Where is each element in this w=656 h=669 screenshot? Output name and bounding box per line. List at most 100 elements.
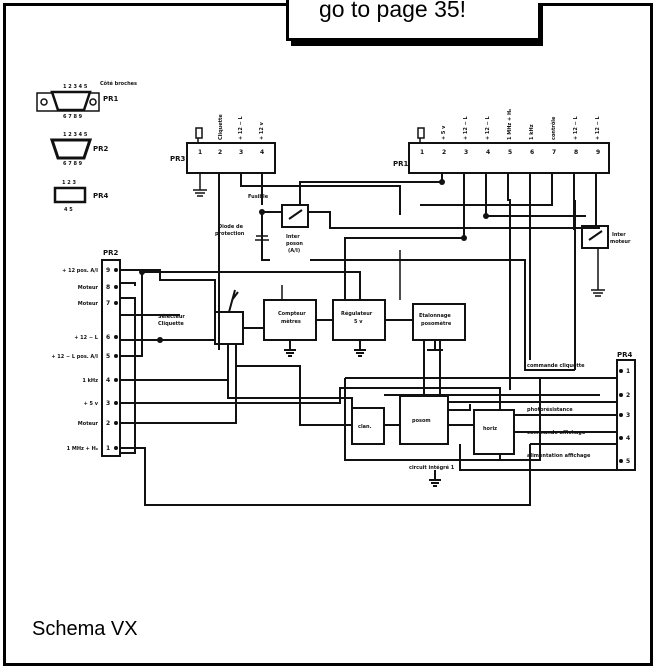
pr1-signal-5v: + 5 v xyxy=(441,125,447,140)
pr4-signal-label: photorésistance xyxy=(527,406,573,413)
pr3-pin-3: 3 xyxy=(239,149,243,156)
pr1-signal-1mhz: 1 MHz + H₀ xyxy=(507,109,513,140)
pr3-pin-4: 4 xyxy=(260,149,264,156)
pr4-row-pin: 3 xyxy=(626,412,630,419)
pr3-label: PR3 xyxy=(170,155,186,163)
pr1-ground-symbol xyxy=(417,127,425,143)
pr2-row-pin: 3 xyxy=(106,400,110,407)
pr1-signal-controle: contrôle xyxy=(550,116,557,140)
pr2-row-label: 1 kHz xyxy=(82,378,98,384)
pr3-signal-cliquette: Cliquette xyxy=(218,114,224,140)
horiz-block xyxy=(473,409,515,455)
inter-poson-label-3: (A/I) xyxy=(288,248,300,254)
pr1-small-screw-right xyxy=(89,98,97,106)
pr1-pin-9: 9 xyxy=(596,149,600,156)
pr3-ground-bottom xyxy=(193,173,207,197)
pr2-row-label: + 5 v xyxy=(84,401,99,407)
pr3-signal-12l: + 12 − L xyxy=(238,115,244,140)
pr2-row-label: + 12 − L pos. A/I xyxy=(51,354,98,360)
pr2-row-label: Moteur xyxy=(78,301,99,307)
pr2-small-shell xyxy=(49,138,93,160)
compteur-label-1: Compteur xyxy=(278,311,306,317)
pr2-row-pin: 4 xyxy=(106,377,110,384)
etalonnage-label-1: Etalonnage xyxy=(419,313,451,319)
inter-moteur-label-1: Inter xyxy=(612,232,626,238)
pr4-label: PR4 xyxy=(617,351,633,359)
pr3-ground-symbol xyxy=(195,127,203,143)
inter-moteur-switch-lever xyxy=(588,230,603,241)
selecteur-label-1: Sélecteur xyxy=(158,313,185,320)
pr1-signal-1khz: 1 kHz xyxy=(529,124,535,140)
inter-poson-switch-lever xyxy=(288,209,303,220)
pr1-pin-3: 3 xyxy=(464,149,468,156)
pr1-small-pins-top: 1 2 3 4 5 xyxy=(63,84,88,90)
pr2-small-pins-top: 1 2 3 4 5 xyxy=(63,132,88,138)
pr2-row-label: Moteur xyxy=(78,421,99,427)
pr4-row-pin: 1 xyxy=(626,368,630,375)
pr3-connector: PR3 1 2 3 4 Cliquette + 12 − L + 12 v Fu… xyxy=(170,114,309,254)
pr1-signal-12l-c: + 12 − L xyxy=(573,115,579,140)
pr1-label: PR1 xyxy=(393,160,409,168)
inter-moteur-label-2: moteur xyxy=(610,239,631,245)
pr4-row-terminal xyxy=(619,459,623,463)
pr2-row-terminal xyxy=(114,335,118,339)
inter-moteur-ground xyxy=(591,248,605,297)
pr2-row-label: 1 MHz + H₀ xyxy=(67,446,98,452)
pr1-pin-2: 2 xyxy=(442,149,446,156)
pr4-signal-label: commande cliquette xyxy=(527,363,585,369)
pr2-row-pin: 7 xyxy=(106,300,110,307)
pr3-pin-1: 1 xyxy=(198,149,202,156)
schema-caption: Schema VX xyxy=(32,618,138,640)
pr4-small-shell xyxy=(53,186,87,204)
pr2-row-terminal xyxy=(114,301,118,305)
pr1-connector: PR1 1 2 3 4 5 6 7 8 9 + 5 v + 12 − L + 1… xyxy=(393,109,631,297)
wiring xyxy=(120,173,617,506)
pr3-body xyxy=(186,142,276,174)
pr4-row-terminal xyxy=(619,369,623,373)
pr3-signal-12v: + 12 v xyxy=(259,121,265,140)
page-reference-banner: go to page 35! xyxy=(286,0,538,41)
pr4-row-pin: 2 xyxy=(626,392,630,399)
pr1-small-label: PR1 xyxy=(103,95,119,103)
pr4-row-terminal xyxy=(619,413,623,417)
pr4-row-pin: 5 xyxy=(626,458,630,465)
pr2-body xyxy=(101,259,121,457)
connector-face-views: Côté broches 1 2 3 4 5 6 7 8 9 PR1 1 2 3… xyxy=(36,80,137,213)
pr2-row-terminal xyxy=(114,401,118,405)
horiz-label: horiz xyxy=(483,426,497,432)
pr1-pin-5: 5 xyxy=(508,149,512,156)
pr2-label: PR2 xyxy=(103,249,119,257)
selecteur-label-2: Cliquette xyxy=(158,321,184,327)
pr4-row-terminal xyxy=(619,393,623,397)
pr1-signal-12l-a: + 12 − L xyxy=(463,115,469,140)
compteur-label-2: mètres xyxy=(281,318,301,325)
pr2-row-pin: 8 xyxy=(106,284,110,291)
inter-poson-label-1: Inter xyxy=(286,234,300,240)
pr2-row-terminal xyxy=(114,268,118,272)
pr2-row-pin: 1 xyxy=(106,445,110,452)
pr4-row-pin: 4 xyxy=(626,435,630,442)
pr1-pin-8: 8 xyxy=(574,149,578,156)
regulateur-label-1: Régulateur xyxy=(341,310,373,317)
inter-poson-label-2: poson xyxy=(286,241,303,247)
pr1-signal-12l-d: + 12 − L xyxy=(595,115,601,140)
fusible-label: Fusible xyxy=(248,194,269,200)
pr4-row-terminal xyxy=(619,436,623,440)
diode-label-1: Diode de xyxy=(218,224,244,230)
pr1-signal-12l-b: + 12 − L xyxy=(485,115,491,140)
pr2-row-pin: 9 xyxy=(106,267,110,274)
pr2-row-pin: 5 xyxy=(106,353,110,360)
cote-broches-label: Côté broches xyxy=(100,80,137,87)
pr2-small-pins-bottom: 6 7 8 9 xyxy=(63,161,83,167)
pr4-small-pins-top: 1 2 3 xyxy=(62,180,76,186)
pr2-row-terminal xyxy=(114,285,118,289)
etalonnage-block xyxy=(412,303,466,341)
clan-block xyxy=(351,407,385,445)
pr4-connector: PR4 commande cliquette 1 2 photorésistance 3… xyxy=(527,351,636,471)
pr2-row-pin: 6 xyxy=(106,334,110,341)
pr2-row-label: + 12 pos. A/I xyxy=(62,268,98,274)
banner-text: go to page 35! xyxy=(319,0,467,22)
compteur-block xyxy=(263,299,317,341)
